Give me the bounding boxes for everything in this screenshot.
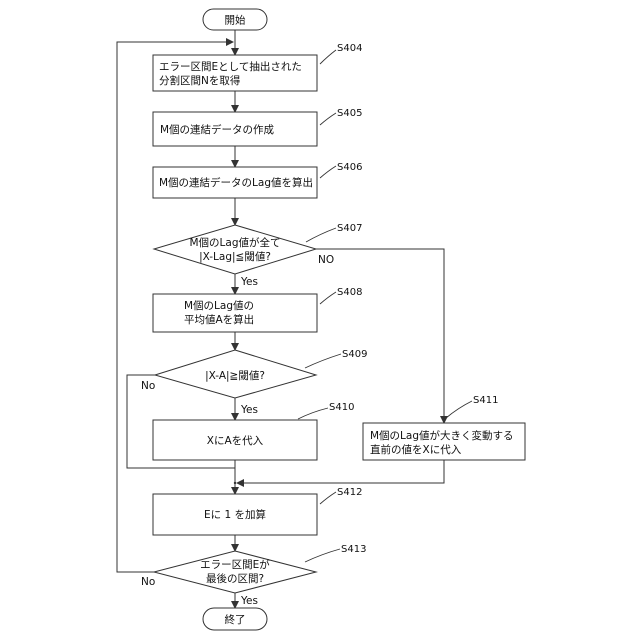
s413-line-2: 最後の区間? (206, 572, 264, 585)
s408-leader (320, 292, 336, 304)
s413-step-label: S413 (341, 544, 366, 555)
s408-step-label: S408 (337, 287, 362, 298)
s407-leader (306, 228, 336, 242)
s406-step-label: S406 (337, 162, 362, 173)
s408-line-2: 平均値Aを算出 (184, 313, 254, 326)
s411-line-1: M個のLag値が大きく変動する (370, 429, 514, 442)
s409-no-label: No (141, 380, 155, 392)
s407-step-label: S407 (337, 223, 362, 234)
s405-step-label: S405 (337, 108, 362, 119)
s412-step-label: S412 (337, 487, 362, 498)
s413-diamond (154, 551, 316, 593)
process-s408: M個のLag値の 平均値Aを算出 S408 (153, 287, 362, 332)
process-s405: M個の連結データの作成 S405 (153, 108, 362, 146)
s404-step-label: S404 (337, 43, 362, 54)
s413-no-label: No (141, 576, 155, 588)
s412-leader (320, 492, 336, 504)
s405-line-1: M個の連結データの作成 (160, 123, 275, 136)
s407-line-1: M個のLag値が全て (189, 236, 280, 249)
process-s406: M個の連結データのLag値を算出 S406 (153, 162, 362, 198)
end-label: 終了 (225, 613, 246, 626)
s410-leader (298, 408, 328, 419)
decision-s407: M個のLag値が全て |X-Lag|≦閾値? S407 Yes NO (154, 223, 362, 288)
s407-no-label: NO (318, 254, 334, 266)
s411-leader (446, 401, 472, 418)
s413-line-1: エラー区間Eが (200, 558, 270, 571)
merge-point (234, 482, 236, 484)
s407-yes-label: Yes (240, 276, 258, 288)
s409-leader (305, 354, 341, 368)
s412-line-1: Eに 1 を加算 (204, 508, 266, 521)
s413-leader (305, 549, 340, 562)
edge-s411-merge (237, 460, 444, 483)
decision-s413: エラー区間Eが 最後の区間? S413 Yes No (141, 544, 366, 607)
end-terminal: 終了 (203, 608, 267, 630)
s405-leader (320, 113, 336, 125)
s407-line-2: |X-Lag|≦閾値? (199, 250, 271, 263)
edge-s407-s411-no (316, 249, 444, 423)
s410-step-label: S410 (329, 402, 354, 413)
s410-line-1: XにAを代入 (207, 435, 264, 447)
start-terminal: 開始 (203, 9, 267, 30)
s408-line-1: M個のLag値の (184, 299, 254, 312)
s413-yes-label: Yes (240, 595, 258, 607)
s404-line-1: エラー区間Eとして抽出された (159, 60, 302, 73)
s409-yes-label: Yes (240, 404, 258, 416)
start-label: 開始 (225, 14, 246, 27)
s404-line-2: 分割区間Nを取得 (159, 74, 240, 87)
s406-leader (320, 166, 336, 178)
s409-line-1: |X-A|≧閾値? (205, 369, 265, 382)
s409-step-label: S409 (342, 349, 367, 360)
s406-line-1: M個の連結データのLag値を算出 (159, 176, 313, 189)
process-s412: Eに 1 を加算 S412 (153, 487, 362, 535)
process-s404: エラー区間Eとして抽出された 分割区間Nを取得 S404 (153, 43, 362, 91)
s411-step-label: S411 (473, 395, 498, 406)
s411-line-2: 直前の値をXに代入 (370, 443, 462, 456)
s407-diamond (154, 225, 316, 274)
s404-leader (320, 50, 336, 64)
